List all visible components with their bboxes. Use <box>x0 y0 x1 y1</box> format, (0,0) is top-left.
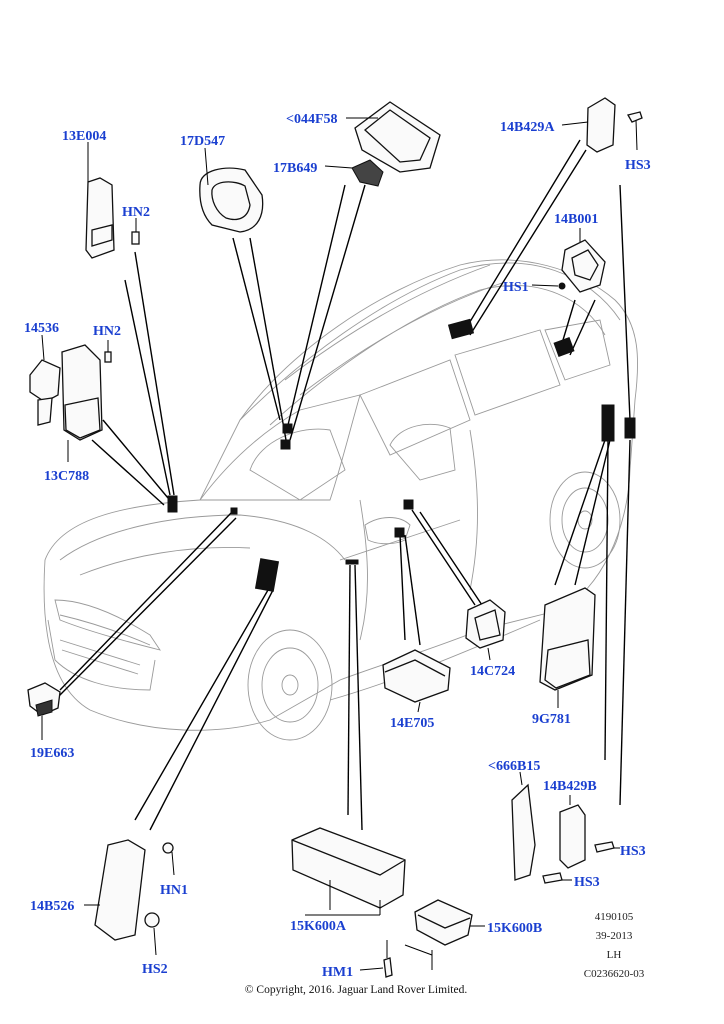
label-HS3-mid: HS3 <box>620 844 646 859</box>
installed-component-markers <box>167 318 636 592</box>
part-044F58-console[interactable] <box>346 101 441 173</box>
label-HS3-top: HS3 <box>625 158 651 173</box>
part-HS2-bolt[interactable] <box>144 912 160 956</box>
part-9G781-module[interactable] <box>539 587 596 708</box>
label-19E663: 19E663 <box>30 746 74 761</box>
label-HN2-top: HN2 <box>122 205 150 220</box>
label-HN2-mid: HN2 <box>93 324 121 339</box>
label-17B649: 17B649 <box>273 161 317 176</box>
part-HN2-nut-mid[interactable] <box>104 340 112 363</box>
label-HS1: HS1 <box>503 280 529 295</box>
part-13C788-module[interactable] <box>61 344 103 462</box>
part-labels: <044F58 13E004 17D547 17B649 14B429A HS3… <box>24 112 651 980</box>
part-HS3-screw-mid[interactable] <box>594 841 620 853</box>
part-14E705-module[interactable] <box>382 649 451 713</box>
part-14536-bracket[interactable] <box>29 334 61 426</box>
label-13C788: 13C788 <box>44 469 89 484</box>
part-14C724-module[interactable] <box>465 599 506 661</box>
label-17D547: 17D547 <box>180 134 225 149</box>
label-HS3-low: HS3 <box>574 875 600 890</box>
part-13E004-module[interactable] <box>85 142 115 259</box>
part-19E663-switch[interactable] <box>27 682 61 740</box>
part-HN1-nut[interactable] <box>162 842 175 876</box>
label-14536: 14536 <box>24 321 59 336</box>
part-HS1-screw[interactable] <box>531 282 566 290</box>
label-9G781: 9G781 <box>532 712 571 727</box>
label-13E004: 13E004 <box>62 129 106 144</box>
leader-lines <box>54 139 631 831</box>
part-HN2-nut-top[interactable] <box>131 218 140 245</box>
part-15K600A-module[interactable] <box>291 827 406 916</box>
copyright-notice: © Copyright, 2016. Jaguar Land Rover Lim… <box>245 984 468 996</box>
part-17D547-sensor[interactable] <box>199 147 264 233</box>
label-15K600A: 15K600A <box>290 919 347 934</box>
drawing-reference-block: 4190105 39-2013 LH C0236620-03 <box>584 911 645 980</box>
label-HN1: HN1 <box>160 883 188 898</box>
label-14C724: 14C724 <box>470 664 515 679</box>
ref-code-1: 4190105 <box>595 911 634 923</box>
ref-code-3: LH <box>607 949 622 961</box>
label-14B429B: 14B429B <box>543 779 597 794</box>
part-HS3-screw-low[interactable] <box>542 872 572 884</box>
part-666B15-trim[interactable] <box>511 771 536 881</box>
label-14B429A: 14B429A <box>500 120 555 135</box>
ref-code-2: 39-2013 <box>596 930 633 942</box>
part-HS3-screw-top[interactable] <box>627 111 643 151</box>
part-17B649-module[interactable] <box>324 159 384 187</box>
ref-code-4: C0236620-03 <box>584 968 645 980</box>
part-14B526-module[interactable] <box>84 839 146 941</box>
label-HM1: HM1 <box>322 965 353 980</box>
part-HM1-bolt[interactable] <box>359 940 433 978</box>
part-14B429A-unit[interactable] <box>561 97 616 153</box>
label-HS2: HS2 <box>142 962 168 977</box>
part-14B429B-unit[interactable] <box>559 795 586 869</box>
label-14B526: 14B526 <box>30 899 74 914</box>
label-14E705: 14E705 <box>390 716 434 731</box>
label-044F58: <044F58 <box>286 112 338 127</box>
label-666B15: <666B15 <box>488 759 540 774</box>
label-14B001: 14B001 <box>554 212 598 227</box>
label-15K600B: 15K600B <box>487 921 542 936</box>
part-15K600B-module[interactable] <box>414 899 485 970</box>
part-14B001-module[interactable] <box>561 228 606 293</box>
